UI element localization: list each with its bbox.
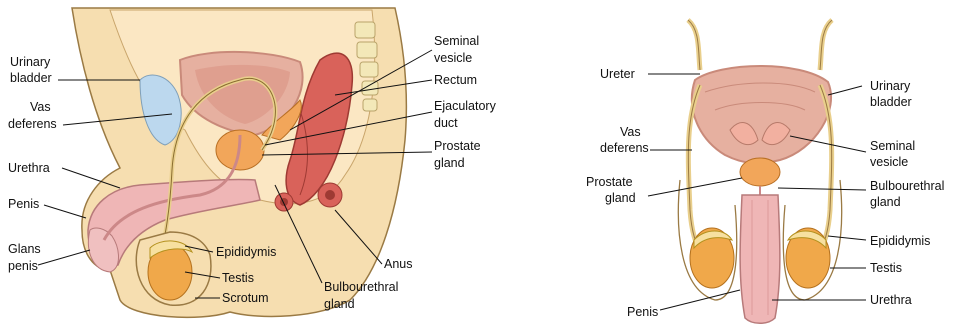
label-urethra-right: Urethra [870,293,912,307]
penis-shape-frontal [740,195,780,323]
label-prostate-gland-right: Prostate gland [586,175,636,205]
label-scrotum: Scrotum [222,291,269,305]
label-ureter-right: Ureter [600,67,635,81]
label-epididymis-right: Epididymis [870,234,930,248]
label-testis-right: Testis [870,261,902,275]
label-testis: Testis [222,271,254,285]
label-anus: Anus [384,257,413,271]
label-urinary-bladder-right: Urinary bladder [870,79,914,109]
bladder-shape-frontal [692,66,831,163]
prostate-shape-frontal [740,158,780,186]
label-penis-right: Penis [627,305,658,319]
label-penis: Penis [8,197,39,211]
label-ejaculatory-duct: Ejaculatory duct [434,99,499,130]
label-seminal-vesicle: Seminal vesicle [434,34,483,65]
frontal-view-diagram [678,20,841,323]
label-seminal-vesicle-right: Seminal vesicle [870,139,919,169]
label-vas-deferens: Vas deferens [8,100,57,131]
label-prostate-gland: Prostate gland [434,139,484,170]
label-urinary-bladder: Urinary bladder [10,55,54,85]
label-urethra: Urethra [8,161,50,175]
label-vas-deferens-right: Vas deferens [600,125,649,155]
label-epididymis: Epididymis [216,245,276,259]
label-bulbourethral-gland-right: Bulbourethral gland [870,179,948,209]
label-rectum: Rectum [434,73,477,87]
label-glans-penis: Glans penis [8,242,44,273]
